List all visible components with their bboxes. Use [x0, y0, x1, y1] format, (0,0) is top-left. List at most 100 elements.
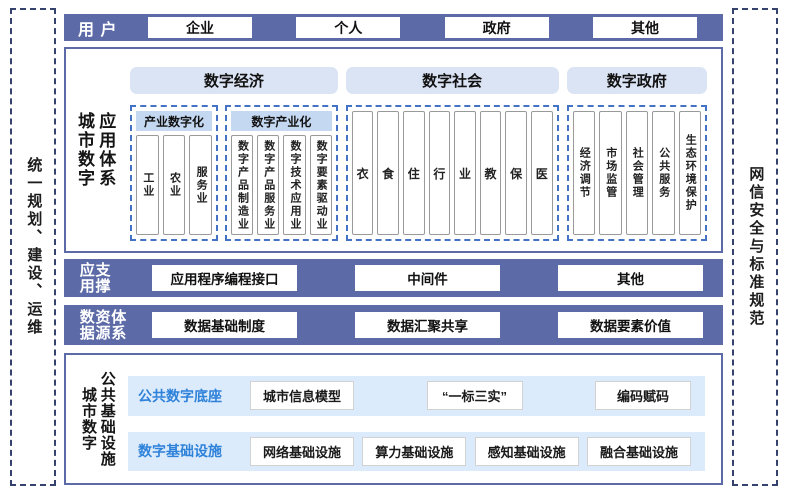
infrastructure-section: 城市数字 公共基础设施 公共数字底座 城市信息模型 “一标三实” 编码赋码 数字… [64, 353, 723, 485]
infra-item-computing-power: 算力基础设施 [362, 436, 467, 466]
column-market-supervision: 市场监管 [599, 111, 622, 235]
user-item-other: 其他 [592, 17, 697, 38]
column-industry: 工业 [136, 135, 159, 235]
column-public-services: 公共服务 [652, 111, 675, 235]
subgroup-digital-industrialization-header: 数字产业化 [230, 111, 332, 131]
infra-item-coding-assignment: 编码赋码 [594, 381, 691, 411]
app-system-label-zone: 城市数字 应用体系 [66, 49, 124, 251]
column-digital-tech-application-label: 数字技术应用业 [288, 139, 301, 231]
column-digital-factor-driven-label: 数字要素驱动业 [315, 139, 328, 231]
column-digital-product-services: 数字产品服务业 [257, 135, 280, 235]
column-market-supervision-label: 市场监管 [604, 147, 617, 199]
infra-item-one-standard-three-reals: “一标三实” [426, 381, 523, 411]
column-transport: 行 [428, 111, 451, 235]
digital-society-dashed-box: 衣 食 住 行 业 教 保 医 [345, 105, 559, 241]
data-resource-title: 数据 资源 体系 [77, 309, 127, 341]
infrastructure-title: 城市数字 公共基础设施 [80, 371, 116, 467]
support-item-middleware: 中间件 [355, 265, 500, 291]
user-item-individual: 个人 [296, 17, 401, 38]
group-digital-economy: 数字经济 产业数字化 工业 农业 服务业 数字产业化 数字产品制造业 [130, 67, 338, 241]
app-system-title: 城市数字 应用体系 [75, 112, 116, 188]
support-item-api: 应用程序编程接口 [152, 265, 297, 291]
app-system-section: 城市数字 应用体系 数字经济 产业数字化 工业 农业 服务业 数字 [64, 47, 723, 253]
user-item-government: 政府 [444, 17, 549, 38]
app-support-label-zone: 应用 支撑 [64, 262, 152, 294]
digital-infrastructure-items: 网络基础设施 算力基础设施 感知基础设施 融合基础设施 [250, 436, 705, 466]
column-economic-regulation: 经济调节 [572, 111, 595, 235]
column-public-services-label: 公共服务 [657, 147, 670, 199]
column-services-label: 服务业 [195, 165, 208, 205]
right-rail-label: 网信安全与标准规范 [747, 166, 765, 328]
app-support-bar: 应用 支撑 应用程序编程接口 中间件 其他 [64, 259, 723, 297]
app-system-groups: 数字经济 产业数字化 工业 农业 服务业 数字产业化 数字产品制造业 [124, 49, 721, 251]
column-food-label: 食 [382, 166, 395, 181]
column-housing-label: 住 [407, 166, 420, 181]
public-digital-base-row: 公共数字底座 城市信息模型 “一标三实” 编码赋码 [128, 376, 705, 416]
column-insurance-label: 保 [510, 166, 523, 181]
column-eco-environment-protection: 生态环境保护 [678, 111, 701, 235]
subgroup-industry-digitalization: 产业数字化 工业 农业 服务业 [130, 105, 218, 241]
group-digital-government: 数字政府 经济调节 市场监管 社会管理 公共服务 生态环境保护 [566, 67, 707, 241]
app-support-items: 应用程序编程接口 中间件 其他 [152, 265, 723, 291]
column-employment: 业 [454, 111, 476, 235]
column-digital-factor-driven: 数字要素驱动业 [309, 135, 332, 235]
user-item-enterprise: 企业 [148, 17, 252, 38]
support-item-other: 其他 [558, 265, 703, 291]
infra-item-network: 网络基础设施 [250, 436, 355, 466]
data-resource-bar: 数据 资源 体系 数据基础制度 数据汇聚共享 数据要素价值 [64, 305, 723, 345]
column-services: 服务业 [189, 135, 212, 235]
column-medical-label: 医 [535, 166, 548, 181]
column-economic-regulation-label: 经济调节 [578, 147, 591, 199]
column-agriculture-label: 农业 [168, 172, 181, 198]
column-social-management-label: 社会管理 [631, 147, 644, 199]
infrastructure-rows: 公共数字底座 城市信息模型 “一标三实” 编码赋码 数字基础设施 网络基础设施 … [128, 355, 721, 483]
group-digital-economy-body: 产业数字化 工业 农业 服务业 数字产业化 数字产品制造业 数字产品服务业 数字… [130, 105, 338, 241]
left-rail-label: 统一规划、建设、运维 [25, 157, 43, 337]
group-digital-society-header: 数字社会 [345, 67, 559, 94]
column-employment-label: 业 [458, 166, 471, 181]
infra-item-converged: 融合基础设施 [586, 436, 691, 466]
column-housing: 住 [402, 111, 425, 235]
data-resource-label-zone: 数据 资源 体系 [64, 309, 152, 341]
user-bar-title: 用 户 [78, 21, 118, 39]
subgroup-industry-digitalization-header: 产业数字化 [136, 111, 212, 131]
subgroup-digital-industrialization: 数字产业化 数字产品制造业 数字产品服务业 数字技术应用业 数字要素驱动业 [224, 105, 338, 241]
group-digital-society: 数字社会 衣 食 住 行 业 教 保 医 [345, 67, 559, 241]
column-education: 教 [479, 111, 502, 235]
infra-item-city-info-model: 城市信息模型 [250, 381, 355, 411]
public-digital-base-title: 公共数字底座 [138, 387, 222, 404]
user-bar-items: 企业 个人 政府 其他 [148, 17, 723, 38]
digital-industrialization-columns: 数字产品制造业 数字产品服务业 数字技术应用业 数字要素驱动业 [230, 135, 332, 235]
column-clothing: 衣 [351, 111, 374, 235]
column-digital-product-manufacturing-label: 数字产品制造业 [236, 139, 249, 231]
public-digital-base-items: 城市信息模型 “一标三实” 编码赋码 [250, 381, 705, 411]
infrastructure-label-zone: 城市数字 公共基础设施 [66, 355, 128, 483]
group-digital-economy-header: 数字经济 [130, 67, 338, 94]
column-medical: 医 [530, 111, 553, 235]
column-agriculture: 农业 [162, 135, 186, 235]
digital-government-dashed-box: 经济调节 市场监管 社会管理 公共服务 生态环境保护 [566, 105, 707, 241]
column-insurance: 保 [505, 111, 527, 235]
digital-society-columns: 衣 食 住 行 业 教 保 医 [351, 111, 553, 235]
column-clothing-label: 衣 [356, 166, 369, 181]
column-digital-product-manufacturing: 数字产品制造业 [230, 135, 254, 235]
column-digital-product-services-label: 数字产品服务业 [262, 139, 275, 231]
left-planning-rail: 统一规划、建设、运维 [10, 8, 56, 486]
digital-government-columns: 经济调节 市场监管 社会管理 公共服务 生态环境保护 [572, 111, 701, 235]
group-digital-government-header: 数字政府 [566, 67, 707, 94]
column-food: 食 [377, 111, 399, 235]
column-social-management: 社会管理 [625, 111, 648, 235]
data-item-factor-value: 数据要素价值 [558, 312, 703, 338]
user-bar: 用 户 企业 个人 政府 其他 [64, 14, 723, 41]
column-transport-label: 行 [433, 166, 446, 181]
column-eco-environment-protection-label: 生态环境保护 [684, 134, 697, 212]
digital-infrastructure-row: 数字基础设施 网络基础设施 算力基础设施 感知基础设施 融合基础设施 [128, 431, 705, 471]
group-digital-government-body: 经济调节 市场监管 社会管理 公共服务 生态环境保护 [566, 105, 707, 241]
right-security-rail: 网信安全与标准规范 [732, 8, 778, 486]
digital-infrastructure-title: 数字基础设施 [138, 443, 222, 460]
column-industry-label: 工业 [141, 172, 154, 198]
column-digital-tech-application: 数字技术应用业 [283, 135, 306, 235]
data-item-aggregation-sharing: 数据汇聚共享 [355, 312, 500, 338]
industry-digitalization-columns: 工业 农业 服务业 [136, 135, 212, 235]
